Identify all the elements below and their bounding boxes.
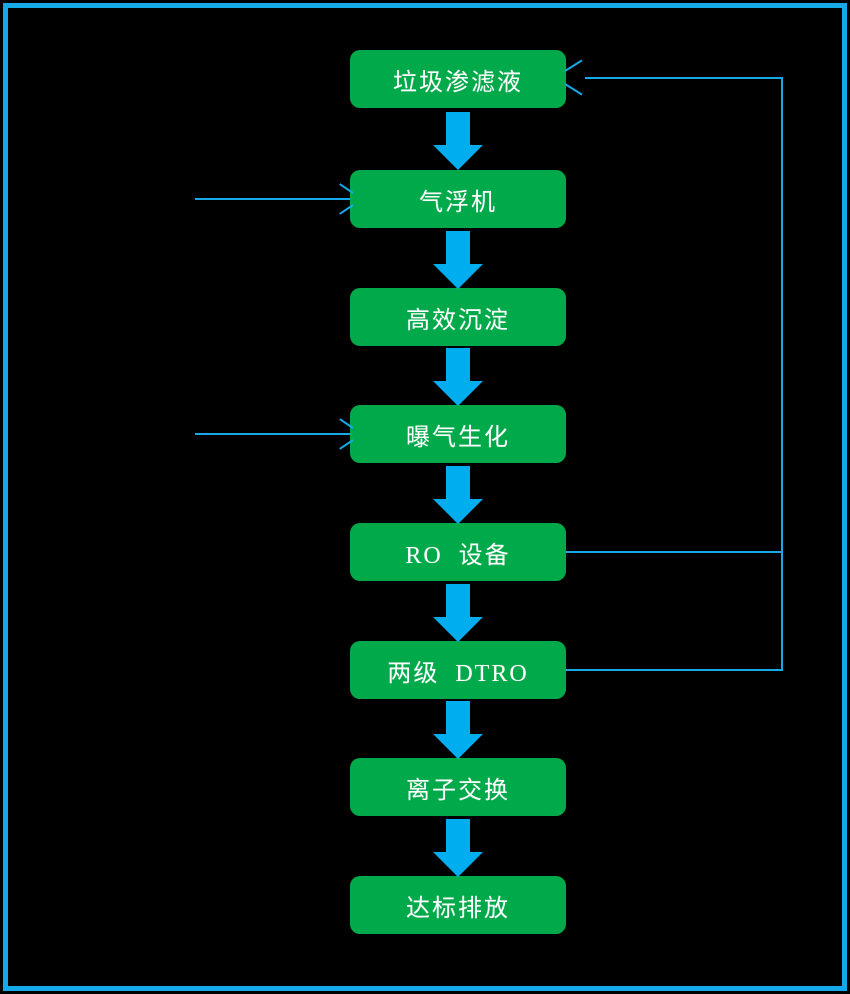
arrow-head-right-icon bbox=[337, 424, 351, 444]
flow-arrow-ion-to-discharge bbox=[433, 819, 483, 877]
feed-arrow-into-aeration bbox=[195, 424, 350, 444]
feed-arrow-line bbox=[195, 433, 350, 435]
flow-node-dtro[interactable]: 两级 DTRO bbox=[350, 641, 566, 699]
arrow-head-down-icon bbox=[433, 852, 483, 877]
return-line-dtro-horizontal bbox=[566, 669, 783, 671]
flow-node-aeration[interactable]: 曝气生化 bbox=[350, 405, 566, 463]
arrow-shaft bbox=[446, 231, 470, 265]
flow-node-flotation[interactable]: 气浮机 bbox=[350, 170, 566, 228]
arrow-shaft bbox=[446, 584, 470, 618]
diagram-border bbox=[3, 3, 847, 991]
flow-node-ion[interactable]: 离子交换 bbox=[350, 758, 566, 816]
arrow-head-down-icon bbox=[433, 264, 483, 289]
flow-node-discharge[interactable]: 达标排放 bbox=[350, 876, 566, 934]
flow-arrow-flotation-to-sediment bbox=[433, 231, 483, 289]
arrow-head-down-icon bbox=[433, 499, 483, 524]
flow-node-ro[interactable]: RO 设备 bbox=[350, 523, 566, 581]
arrow-head-down-icon bbox=[433, 381, 483, 406]
return-line-vertical-riser bbox=[781, 77, 783, 671]
arrow-shaft bbox=[446, 466, 470, 500]
flow-arrow-ro-to-dtro bbox=[433, 584, 483, 642]
arrow-head-down-icon bbox=[433, 145, 483, 170]
flow-node-sediment[interactable]: 高效沉淀 bbox=[350, 288, 566, 346]
arrow-shaft bbox=[446, 819, 470, 853]
arrow-head-left-icon bbox=[567, 67, 585, 89]
arrow-head-down-icon bbox=[433, 617, 483, 642]
arrow-shaft bbox=[446, 701, 470, 735]
arrow-head-down-icon bbox=[433, 734, 483, 759]
flow-arrow-aeration-to-ro bbox=[433, 466, 483, 524]
flow-arrow-leachate-to-flotation bbox=[433, 112, 483, 170]
return-line-ro-horizontal bbox=[566, 551, 783, 553]
arrow-head-right-icon bbox=[337, 189, 351, 209]
flow-node-leachate[interactable]: 垃圾渗滤液 bbox=[350, 50, 566, 108]
arrow-shaft bbox=[446, 348, 470, 382]
return-line-top-horizontal bbox=[585, 77, 783, 79]
feed-arrow-line bbox=[195, 198, 350, 200]
flow-arrow-dtro-to-ion bbox=[433, 701, 483, 759]
flow-arrow-sediment-to-aeration bbox=[433, 348, 483, 406]
feed-arrow-into-flotation bbox=[195, 189, 350, 209]
arrow-shaft bbox=[446, 112, 470, 146]
